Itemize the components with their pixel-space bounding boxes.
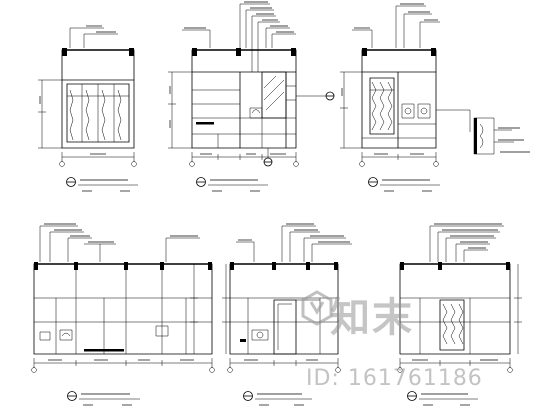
leader-callouts <box>182 2 296 72</box>
drawing-title-1 <box>67 178 139 192</box>
elevation-4 <box>32 224 215 405</box>
elevation-6 <box>398 224 522 405</box>
watermark-id: ID: 161761186 <box>306 366 483 391</box>
leader-callouts <box>40 224 200 262</box>
dimension-left <box>38 80 62 148</box>
elevation-2 <box>168 2 334 191</box>
dimension-bottom <box>60 152 137 166</box>
elevation-3 <box>340 4 530 191</box>
detail-callout <box>436 110 530 154</box>
elevation-5 <box>222 224 352 405</box>
leader-callouts <box>236 224 352 262</box>
drawing-title-5 <box>244 392 313 406</box>
drawing-title-3 <box>369 178 441 192</box>
elevation-1 <box>38 26 138 191</box>
watermark-brand: 知末 <box>330 295 414 341</box>
watermark-logo-icon <box>301 290 333 326</box>
drawing-title-2 <box>197 178 269 192</box>
leader-callouts <box>70 26 118 48</box>
drawing-title-6 <box>408 392 479 406</box>
leader-callouts <box>352 4 440 48</box>
leader-callouts <box>430 224 504 262</box>
drawing-title-4 <box>68 392 141 406</box>
